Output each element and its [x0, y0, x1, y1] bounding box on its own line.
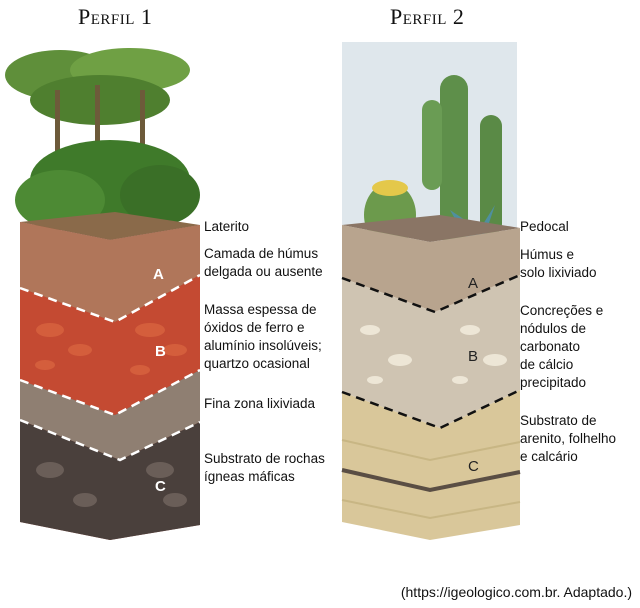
profile2-horizon-A-letter: A [468, 275, 478, 292]
profile2-horizon-B-desc: Concreções e nódulos de carbonato de cál… [520, 302, 603, 392]
profile1-horizon-C-letter: C [155, 478, 166, 495]
profile2-horizon-A-desc: Húmus e solo lixiviado [520, 246, 597, 282]
profile1-horizon-C-desc: Substrato de rochas ígneas máficas [204, 450, 325, 486]
profile1-horizon-A-letter: A [153, 266, 164, 283]
laterite-soil-profile-illustration [0, 30, 210, 550]
profile1-soil-name: Laterito [204, 218, 249, 236]
profile1-leached-zone-desc: Fina zona lixiviada [204, 395, 315, 413]
profile2-horizon-B-letter: B [468, 348, 478, 365]
profile1-horizon-B-letter: B [155, 343, 166, 360]
profile1-horizon-B-desc: Massa espessa de óxidos de ferro e alumí… [204, 301, 322, 373]
pedocal-soil-profile-illustration [330, 30, 530, 550]
source-credit: (https://igeologico.com.br. Adaptado.) [401, 584, 632, 600]
profile2-horizon-C-letter: C [468, 458, 479, 475]
profile1-title: Perfil 1 [78, 4, 152, 30]
profile1-horizon-A-desc: Camada de húmus delgada ou ausente [204, 245, 323, 281]
profile2-title: Perfil 2 [390, 4, 464, 30]
profile2-horizon-C-desc: Substrato de arenito, folhelho e calcári… [520, 412, 616, 466]
forest-vegetation-illustration [5, 48, 200, 230]
profile2-soil-name: Pedocal [520, 218, 569, 236]
